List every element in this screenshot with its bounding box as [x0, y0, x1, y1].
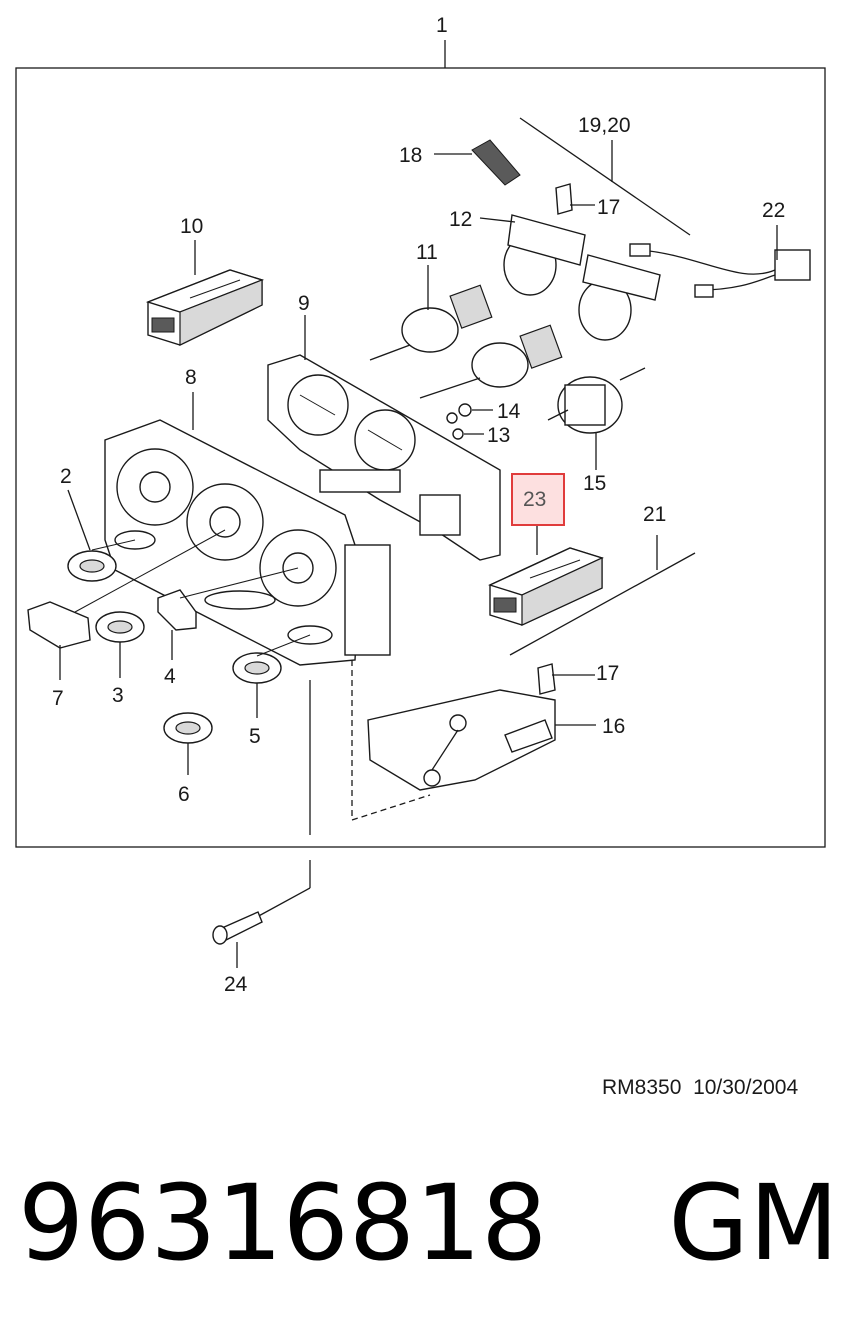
- drawing-date: 10/30/2004: [693, 1076, 799, 1099]
- callout-9: 9: [298, 292, 310, 315]
- part-22-harness: [629, 243, 811, 298]
- part-17-clip-lower: [537, 663, 556, 695]
- callout-7: 7: [52, 687, 64, 710]
- callout-23: 23: [523, 488, 546, 511]
- callout-17-upper: 17: [597, 196, 620, 219]
- part-3-button: [95, 611, 145, 643]
- callout-23-highlight-box: [511, 473, 565, 526]
- part-9-rear-housing: [267, 354, 501, 561]
- brand-name: GM: [668, 1162, 839, 1284]
- callout-10: 10: [180, 215, 203, 238]
- part-14-spring: [458, 403, 472, 417]
- part-2-button: [67, 550, 117, 582]
- part-number: 96316818: [18, 1162, 548, 1284]
- callout-14: 14: [497, 400, 521, 423]
- part-10-switch: [145, 269, 265, 346]
- callout-2: 2: [60, 465, 72, 488]
- assembly-frame: [15, 67, 826, 848]
- callout-1: 1: [436, 14, 448, 37]
- callout-11: 11: [416, 241, 438, 264]
- callout-19-20: 19,20: [578, 114, 631, 137]
- callout-16: 16: [602, 715, 625, 738]
- callout-5: 5: [249, 725, 261, 748]
- callout-3: 3: [112, 684, 124, 707]
- drawing-reference: RM8350 10/30/2004: [602, 1076, 798, 1100]
- callout-15: 15: [583, 472, 606, 495]
- callout-6: 6: [178, 783, 190, 806]
- part-7-knob: [27, 601, 91, 649]
- part-24-screw: [212, 860, 311, 945]
- callout-24: 24: [224, 973, 248, 996]
- part-number-row: 96316818 GM: [18, 1168, 839, 1278]
- callout-8: 8: [185, 366, 197, 389]
- callout-18: 18: [399, 144, 422, 167]
- part-17-clip-upper: [555, 183, 573, 215]
- callout-21: 21: [643, 503, 666, 526]
- callout-13: 13: [487, 424, 510, 447]
- part-11-knob-shafts: [369, 284, 563, 399]
- drawing-code: RM8350: [602, 1076, 682, 1099]
- callout-4: 4: [164, 665, 176, 688]
- callout-17-lower: 17: [596, 662, 619, 685]
- part-6-button: [163, 712, 213, 744]
- part-13-spring: [446, 412, 464, 440]
- part-16-lever-bracket: [367, 689, 556, 791]
- part-18-clip: [471, 139, 521, 186]
- part-15-motor: [547, 367, 646, 434]
- part-12-collars: [503, 214, 661, 341]
- part-23-switch: [488, 547, 604, 626]
- part-4-slider-knob: [157, 589, 197, 631]
- callout-22: 22: [762, 199, 785, 222]
- part-5-button: [232, 652, 282, 684]
- callout-12: 12: [449, 208, 472, 231]
